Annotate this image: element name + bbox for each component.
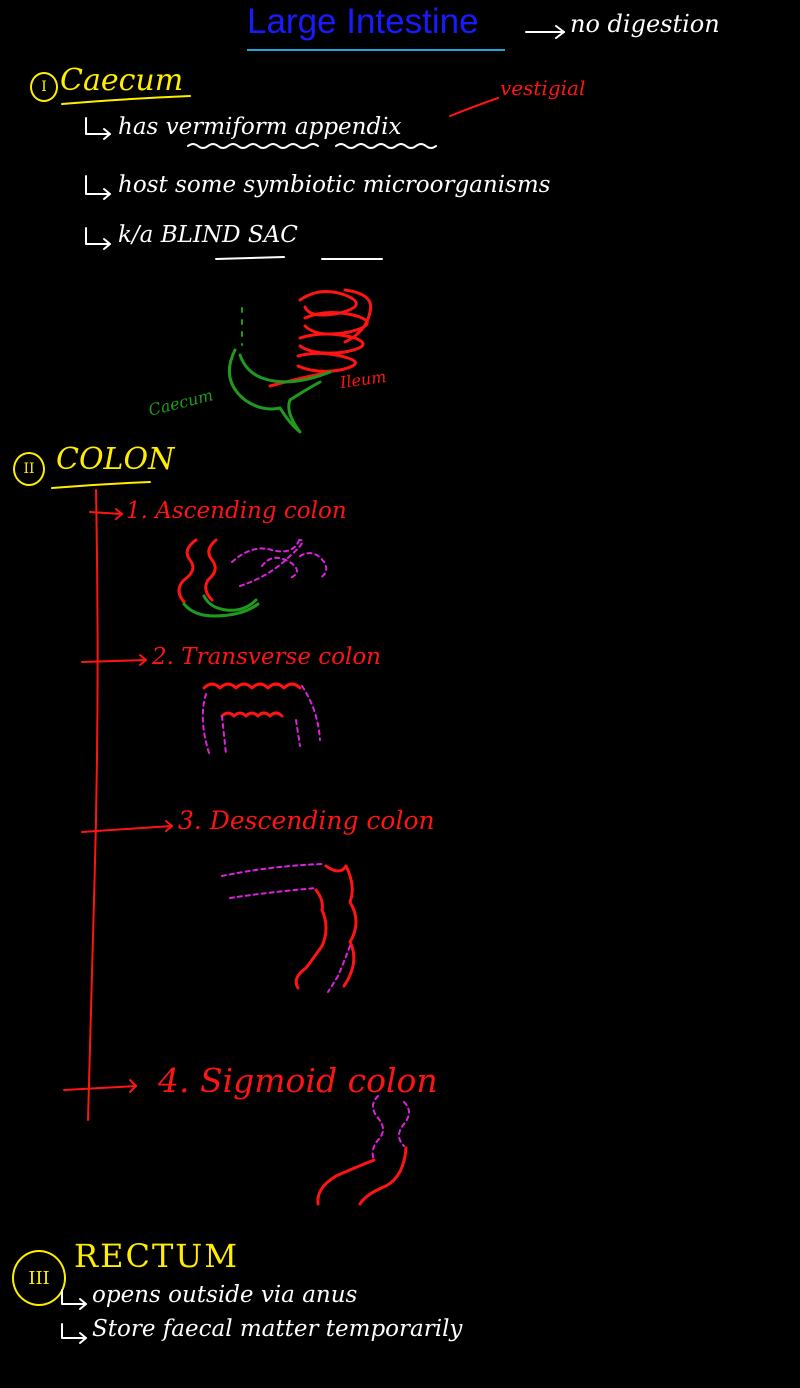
section-3-number: III — [12, 1250, 66, 1306]
section-1-number: I — [30, 72, 58, 102]
section-2-number: II — [13, 452, 45, 486]
caecum-point-2: host some symbiotic microorganisms — [118, 172, 551, 198]
caecum-point-1: has vermiform appendix — [118, 114, 402, 140]
colon-part-2: 2. Transverse colon — [152, 644, 381, 670]
colon-part-1: 1. Ascending colon — [126, 498, 347, 524]
section-2-underline — [51, 481, 151, 489]
title-note: no digestion — [570, 10, 720, 38]
rectum-bullet-icon — [61, 1289, 87, 1344]
section-1-underline — [61, 95, 191, 105]
sigmoid-colon-sketch — [316, 1095, 410, 1206]
section-3-heading: RECTUM — [74, 1237, 240, 1275]
ascending-colon-sketch — [177, 537, 328, 618]
appendix-underline — [335, 143, 437, 149]
section-1-heading: Caecum — [60, 63, 184, 98]
colon-branch-lines — [63, 489, 173, 1121]
descending-colon-sketch — [221, 863, 358, 993]
bullet-arrow-icon — [85, 117, 111, 250]
vermiform-underline — [187, 143, 319, 149]
title-arrow-icon — [525, 25, 565, 39]
rectum-point-1: opens outside via anus — [92, 1282, 358, 1308]
title-underline — [247, 49, 505, 51]
page-title: Large Intestine — [247, 2, 479, 41]
caecum-point-3: k/a BLIND SAC — [118, 222, 298, 248]
transverse-colon-sketch — [201, 682, 321, 757]
rectum-point-2: Store faecal matter temporarily — [92, 1316, 463, 1342]
section-2-heading: COLON — [56, 442, 175, 477]
blind-underline — [215, 256, 285, 260]
colon-part-3: 3. Descending colon — [178, 806, 435, 835]
vestigial-connector — [449, 97, 499, 117]
colon-part-4: 4. Sigmoid colon — [158, 1061, 438, 1100]
caecum-diagram — [227, 288, 373, 434]
vestigial-annotation: vestigial — [500, 76, 586, 100]
